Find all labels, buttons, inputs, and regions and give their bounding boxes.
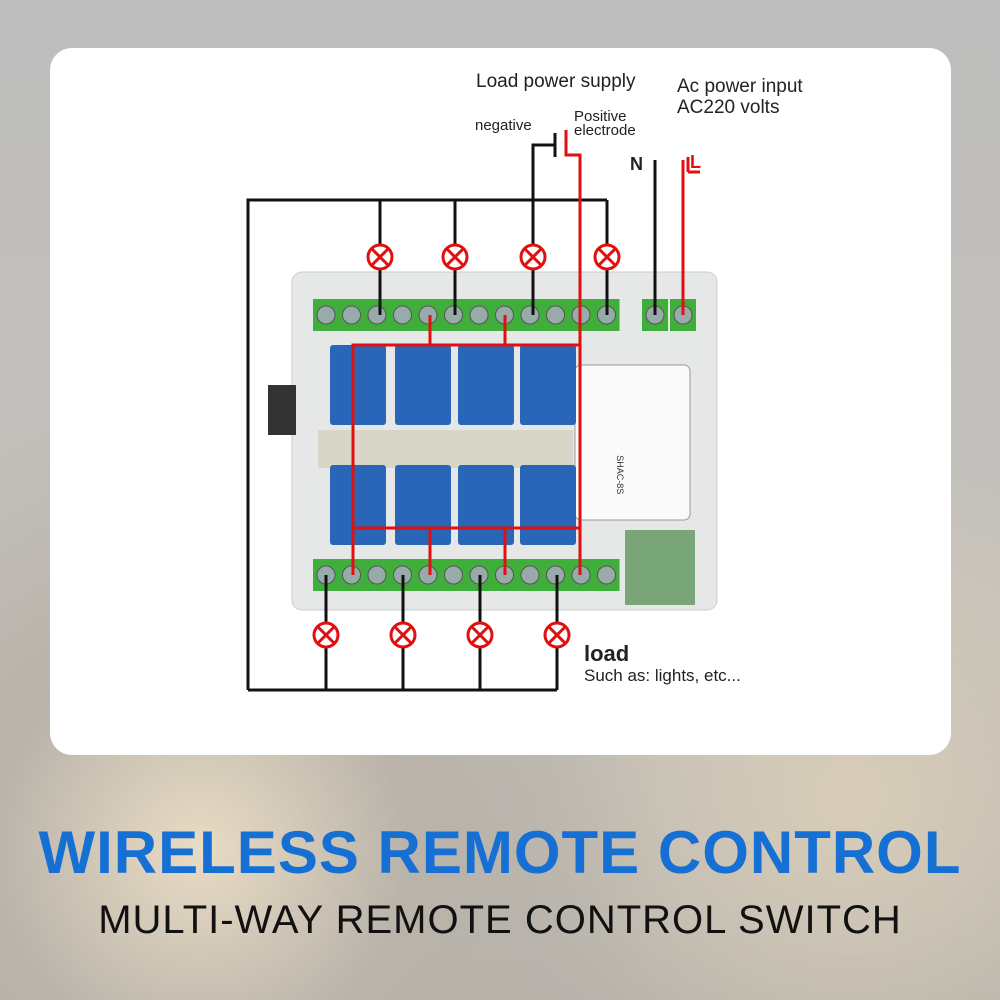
terminal-screw [316,305,336,325]
lamp-icon [312,621,340,649]
live-label: L [690,152,701,172]
red-wires [351,130,700,575]
banner-subtitle: MULTI-WAY REMOTE CONTROL SWITCH [98,898,902,942]
relay [395,345,451,425]
banner-title: WIRELESS REMOTE CONTROL [38,819,962,886]
terminal-screw [342,305,361,325]
board-model: SHAC-8S [615,455,626,495]
relay [458,465,514,545]
lamp-icon [519,243,547,271]
positive-label: Positive [574,108,627,125]
lamp-icon [441,243,469,271]
label-sticker [574,364,691,521]
relay [330,465,386,545]
terminal-screw [418,305,438,325]
antenna [268,385,296,435]
board-center [318,430,573,468]
electrode-label: electrode [574,122,636,139]
lamp-icon [466,621,494,649]
terminal-screw [546,305,565,325]
negative-label: negative [475,117,532,134]
ac-input-label: Ac power input [677,76,803,97]
neutral-label: N [630,154,643,174]
pcb-corner [625,530,695,605]
lamp-icon [593,243,621,271]
lamp-icon [543,621,571,649]
load-description: Such as: lights, etc... [584,666,741,685]
relay [520,465,576,545]
terminal-screw [367,305,387,325]
lamp-icon [366,243,394,271]
relay [458,345,514,425]
relay [330,345,386,425]
terminal-screw [444,565,463,585]
terminal-screw [520,565,540,585]
terminal-screw [418,565,438,585]
relay [520,345,576,425]
terminal-screw [520,305,540,325]
load-power-supply-label: Load power supply [476,71,636,92]
ac-voltage-label: AC220 volts [677,97,780,118]
relay [395,465,451,545]
terminal-screw [469,305,489,325]
terminal-screw [597,565,616,585]
terminal-screw [367,565,387,585]
terminal-screw [393,305,412,325]
load-title: load [584,641,630,666]
lamp-icon [389,621,417,649]
